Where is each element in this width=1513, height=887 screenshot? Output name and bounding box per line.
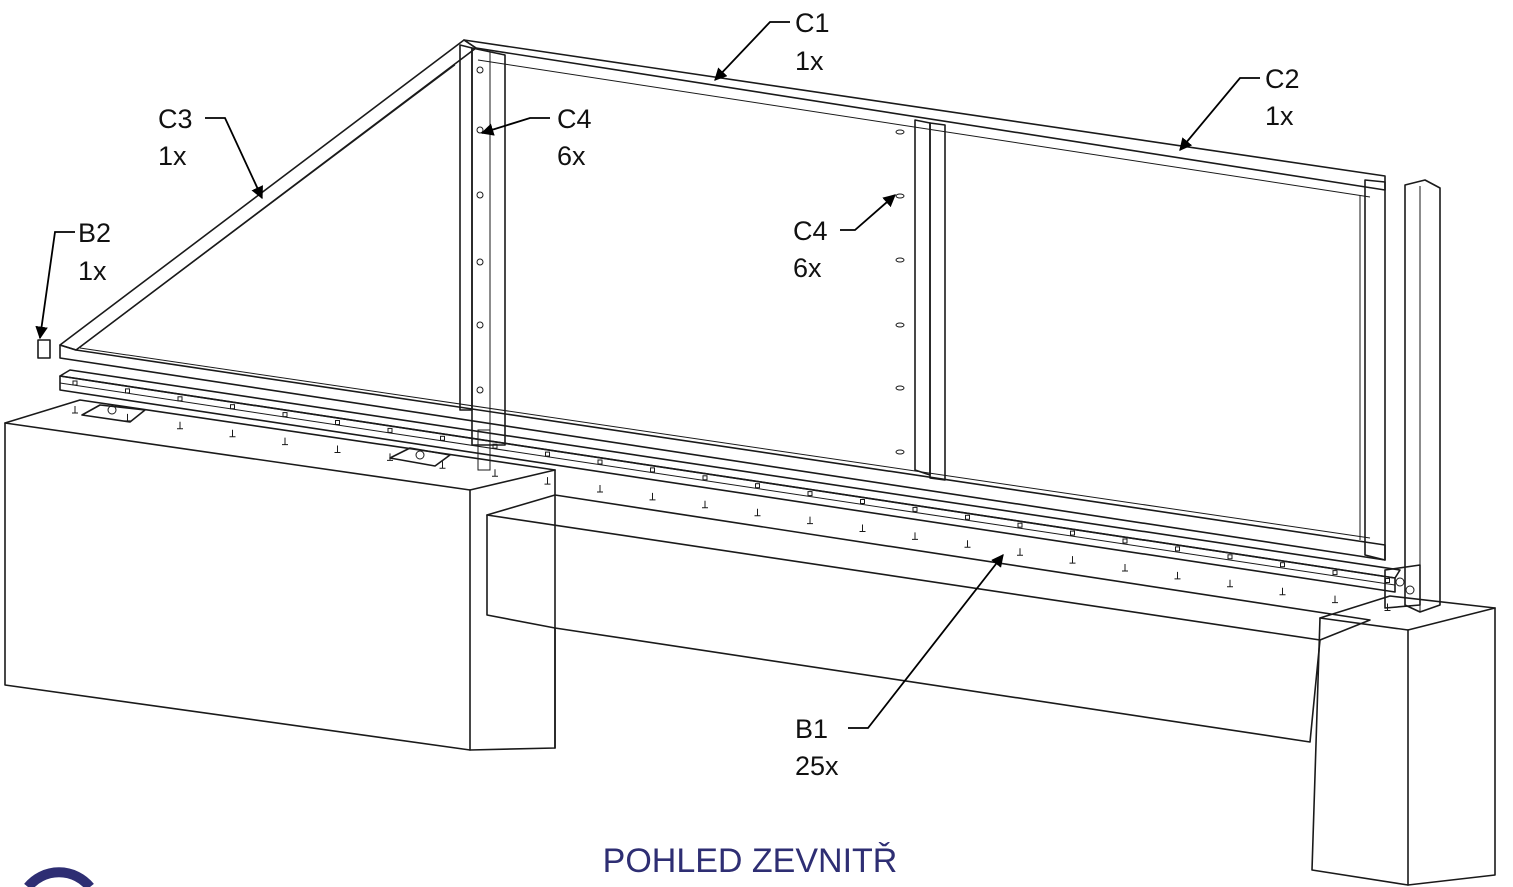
rail-bolt-head [1280, 562, 1285, 568]
callout-c1: C1 1x [714, 8, 830, 81]
rail-bolt [1017, 548, 1023, 556]
rail-bolt [912, 532, 918, 540]
frame-screw [895, 257, 905, 263]
rail-bolt-head [440, 435, 445, 441]
rail-bolt-head [282, 412, 288, 418]
callout-c4-upper: C4 6x [480, 104, 592, 171]
rail-bolt-head [755, 483, 760, 489]
rail-bolt-head [1385, 578, 1390, 583]
rail-bolt [1227, 579, 1233, 588]
rail-bolt-head [1175, 546, 1180, 552]
rail-bolt [1122, 564, 1128, 572]
rail-bolt-head [545, 451, 550, 457]
callout-b2: B2 1x [35, 218, 111, 340]
rail-bolt [649, 492, 656, 501]
callout-c3-code: C3 [158, 104, 193, 134]
rail-bolt-head [965, 514, 970, 520]
rail-bolt [1069, 556, 1076, 564]
rail-bolt [439, 461, 446, 469]
rail-bolt-head [702, 475, 708, 481]
frame-screw [895, 322, 905, 328]
frame-screw [895, 385, 905, 391]
rail-bolt [859, 524, 866, 532]
frame-screws [476, 66, 905, 455]
rail-bolt-head [335, 420, 340, 425]
view-caption: POHLED ZEVNITŘ [603, 842, 898, 880]
rail-bolt [229, 429, 236, 438]
rail-bolt-head [1070, 530, 1075, 536]
rail-bolt-head [387, 427, 393, 433]
frame-screw [476, 191, 484, 199]
rail-bolt-head [1017, 522, 1023, 528]
frame-screw [476, 66, 484, 74]
rail-bolt [1332, 595, 1338, 604]
frame-screw [895, 193, 905, 199]
rail-bolt [1384, 603, 1391, 611]
callout-c4-lower-qty: 6x [793, 253, 822, 283]
callout-b1: B1 25x [795, 554, 1004, 781]
rail-bolt [334, 445, 341, 453]
callout-b2-code: B2 [78, 218, 111, 248]
callout-b1-code: B1 [795, 714, 828, 744]
rail-bolt [387, 453, 393, 461]
frame-screw [895, 449, 905, 455]
rail-bolt [282, 437, 288, 446]
callout-c3-qty: 1x [158, 141, 187, 171]
callout-c3: C3 1x [158, 104, 263, 200]
middle-concrete-beam [486, 494, 1371, 749]
rail-bolt-head [230, 404, 235, 410]
callout-c1-code: C1 [795, 8, 830, 38]
callout-c4-upper-qty: 6x [557, 141, 586, 171]
rail-bolt-head [860, 499, 865, 504]
rail-bolt [597, 485, 603, 493]
callout-b1-qty: 25x [795, 751, 839, 781]
rail-bolt-head [597, 459, 603, 465]
rail-bolt [177, 421, 183, 430]
frame-screw [476, 258, 484, 266]
rail-bolt [754, 508, 761, 517]
right-concrete-pillar [1311, 595, 1496, 886]
rail-bolt [702, 500, 708, 509]
callout-c2-code: C2 [1265, 64, 1300, 94]
rail-bolt [1279, 587, 1286, 596]
callout-b2-qty: 1x [78, 256, 107, 286]
rail-bolt-head [492, 443, 498, 449]
frame-screw [895, 129, 905, 135]
rail-bolts [72, 380, 1391, 611]
rail-bolt-head [72, 380, 78, 386]
rail-bolt [492, 469, 498, 477]
rail-bolt-head [912, 506, 918, 512]
rail-bolt-head [177, 396, 183, 402]
frame-screw [476, 386, 484, 394]
gate-frame [59, 39, 1441, 613]
rail-bolt-head [125, 388, 130, 394]
b2-stopper [37, 339, 51, 359]
callout-c4-lower: C4 6x [793, 194, 896, 283]
rail-bolt [964, 540, 971, 548]
rail-bolt [807, 516, 813, 525]
callout-c2-qty: 1x [1265, 101, 1294, 131]
rail-bolt [544, 477, 551, 485]
rail-bolt [124, 413, 131, 422]
rail-supports [81, 404, 451, 467]
rail-bolt-head [1332, 570, 1338, 576]
bottom-rail [59, 369, 1401, 593]
logo-mark [24, 867, 94, 887]
rail-bolt-head [1227, 554, 1233, 560]
rail-bolt [72, 406, 78, 414]
callout-c2: C2 1x [1179, 64, 1300, 151]
frame-screw [476, 321, 484, 329]
callout-c4-upper-code: C4 [557, 104, 592, 134]
rail-bolt [1174, 571, 1181, 580]
rail-bolt-head [650, 467, 655, 473]
rail-bolt-head [807, 491, 813, 497]
callout-c4-lower-code: C4 [793, 216, 828, 246]
rail-bolt-head [1122, 538, 1128, 544]
callout-c1-qty: 1x [795, 46, 824, 76]
